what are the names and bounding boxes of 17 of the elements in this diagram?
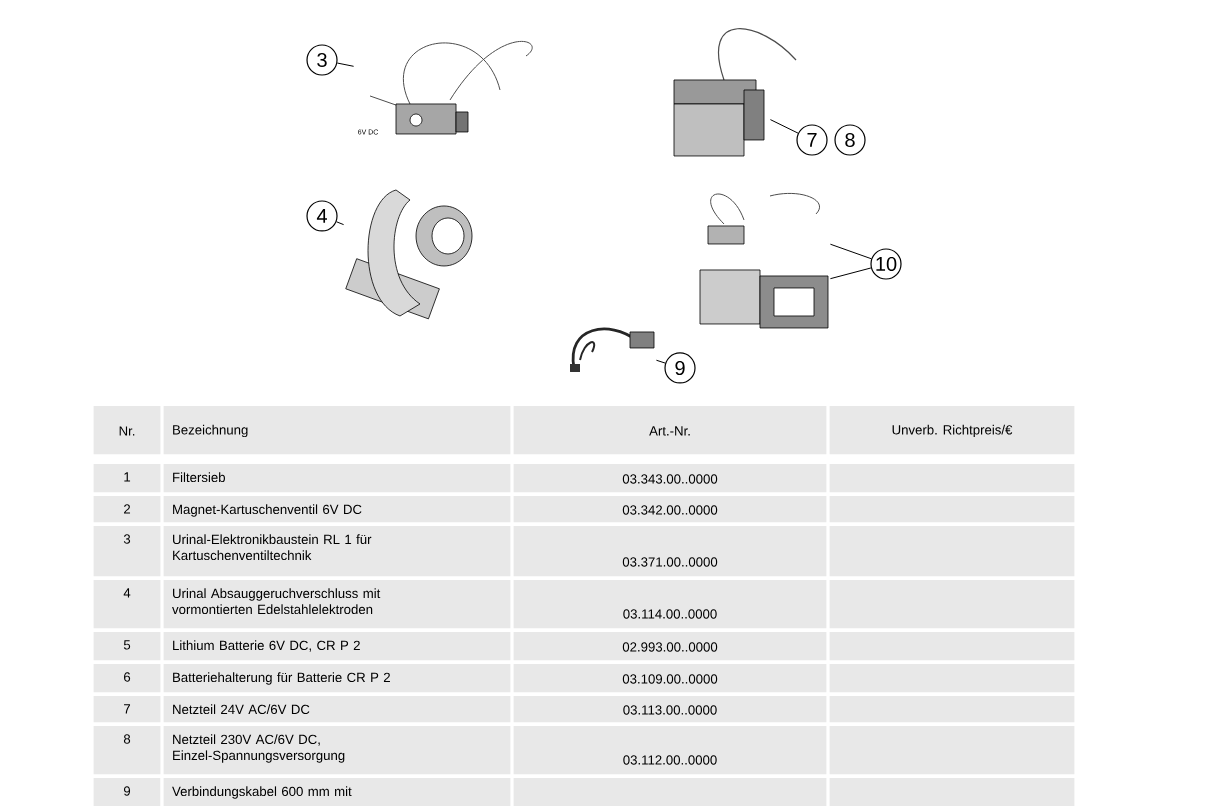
callout-number: 4 <box>306 200 338 232</box>
part-drawing <box>570 327 655 372</box>
part-drawing <box>699 269 829 329</box>
callout-number: 3 <box>306 44 338 76</box>
callout-number: 8 <box>834 124 866 156</box>
leader-line <box>655 359 666 364</box>
leader-line <box>336 221 345 226</box>
part-drawing <box>707 192 821 245</box>
leader-line <box>829 243 872 260</box>
callout-number: 7 <box>796 124 828 156</box>
part-drawing <box>345 189 473 320</box>
part-drawing <box>673 28 797 157</box>
callout-number: 10 <box>870 248 902 280</box>
leader-line <box>829 267 872 280</box>
leader-line <box>769 119 799 134</box>
leader-line <box>336 62 355 67</box>
callout-number: 9 <box>664 352 696 384</box>
